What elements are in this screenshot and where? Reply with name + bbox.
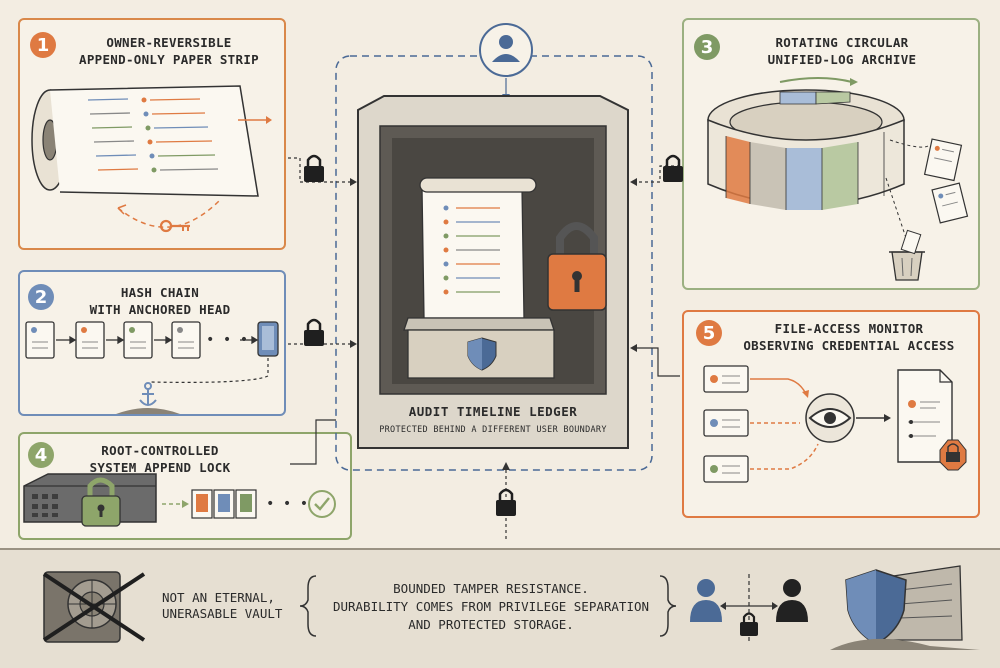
ledger-caption: AUDIT TIMELINE LEDGER PROTECTED BEHIND A… <box>358 404 628 435</box>
panel-3-badge: 3 <box>694 34 720 60</box>
summary-caption: BOUNDED TAMPER RESISTANCE. DURABILITY CO… <box>332 581 650 632</box>
svg-text:• • •: • • • <box>206 332 248 348</box>
user-icon <box>479 23 533 77</box>
eye-icon <box>805 393 855 443</box>
panel-3-title: ROTATING CIRCULAR UNIFIED-LOG ARCHIVE <box>767 35 917 67</box>
svg-text:• • •: • • • <box>266 496 308 512</box>
user-icon <box>690 579 722 622</box>
panel-2-badge: 2 <box>28 284 54 310</box>
panel-4-title: ROOT-CONTROLLED SYSTEM APPEND LOCK <box>89 443 231 475</box>
panel-2-title: HASH CHAIN WITH ANCHORED HEAD <box>89 285 231 317</box>
user-icon <box>776 579 808 622</box>
lock-icon <box>81 477 121 527</box>
lock-icon <box>304 154 683 516</box>
shield-icon <box>845 569 907 645</box>
lock-icon <box>740 612 758 636</box>
panel-5-badge: 5 <box>696 320 722 346</box>
ground-strip <box>0 548 1000 668</box>
key-icon <box>159 219 190 233</box>
ledger-subtitle: PROTECTED BEHIND A DIFFERENT USER BOUNDA… <box>379 425 607 435</box>
vault-caption: NOT AN ETERNAL, UNERASABLE VAULT <box>162 590 283 621</box>
lock-icon <box>547 222 607 311</box>
lock-icon <box>939 439 967 471</box>
check-icon <box>308 490 336 518</box>
trash-icon <box>889 229 925 281</box>
ledger-title: AUDIT TIMELINE LEDGER <box>408 404 578 419</box>
shield-icon <box>467 337 497 371</box>
panel-1-badge: 1 <box>30 32 56 58</box>
panel-4-badge: 4 <box>28 442 54 468</box>
panel-5-title: FILE-ACCESS MONITOR OBSERVING CREDENTIAL… <box>743 321 955 353</box>
panel-1-title: OWNER-REVERSIBLE APPEND-ONLY PAPER STRIP <box>79 35 259 67</box>
anchor-icon <box>139 382 157 406</box>
